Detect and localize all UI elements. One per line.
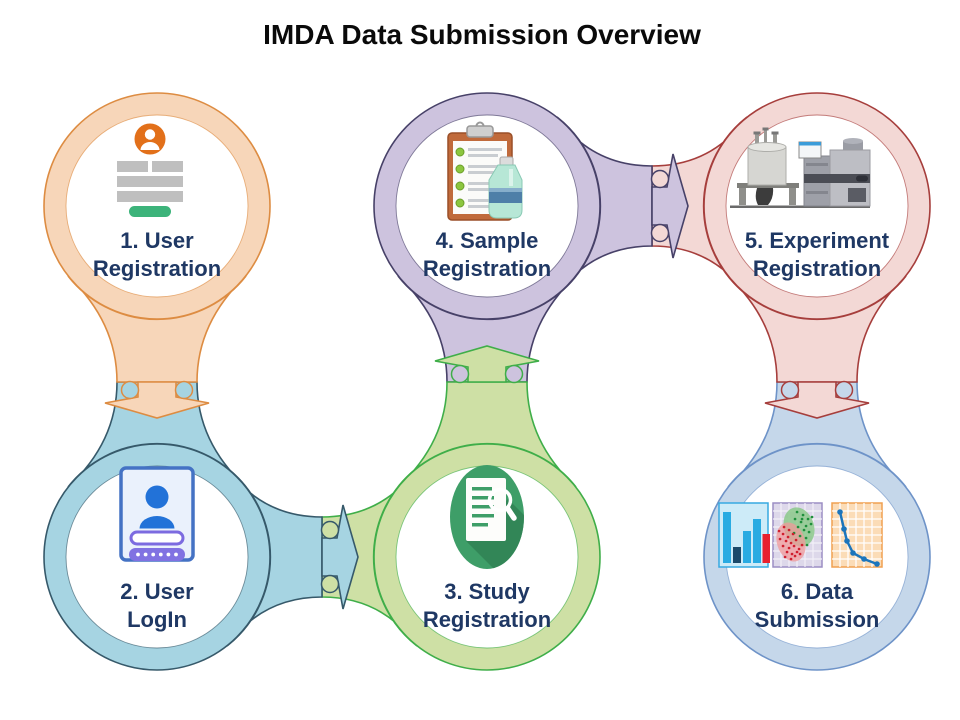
node-6-label-line1: 6. Data	[781, 579, 854, 604]
node-1-label-line2: Registration	[93, 256, 221, 281]
arrow-1-2	[104, 380, 210, 419]
document-lines	[472, 487, 494, 527]
sample-clipboard-bottle-icon	[447, 121, 523, 221]
node-2-label-line1: 2. User	[120, 579, 194, 604]
experiment-instruments-icon	[730, 127, 871, 208]
puzzle-knob	[174, 380, 194, 400]
node-2-label-line2: LogIn	[127, 607, 187, 632]
node-5-label-line1: 5. Experiment	[745, 228, 890, 253]
puzzle-knob	[834, 380, 854, 400]
node-3-label-line2: Registration	[423, 607, 551, 632]
scatter-plot-tile	[772, 502, 823, 568]
puzzle-knob	[120, 380, 140, 400]
node-3-label-line1: 3. Study	[444, 579, 530, 604]
puzzle-knob	[650, 223, 670, 243]
puzzle-knob	[320, 520, 340, 540]
green-dots	[792, 510, 814, 547]
line-chart-tile	[831, 502, 883, 568]
page-title: IMDA Data Submission Overview	[263, 19, 701, 50]
puzzle-knob	[320, 574, 340, 594]
arrow-4-5	[650, 153, 689, 259]
arrow-2-3	[320, 504, 359, 610]
puzzle-knob	[780, 380, 800, 400]
red-dots	[777, 525, 804, 561]
puzzle-knob	[650, 169, 670, 189]
puzzle-knob	[450, 364, 470, 384]
password-dots	[136, 552, 178, 557]
node-1-label-line1: 1. User	[120, 228, 194, 253]
sample-bottle	[488, 156, 523, 219]
node-labels: 1. User Registration 2. User LogIn 3. St…	[93, 228, 890, 632]
bar-chart-tile	[718, 502, 770, 568]
checklist-rows	[455, 147, 502, 208]
node-6-label-line2: Submission	[755, 607, 880, 632]
data-charts-icon	[718, 502, 883, 568]
user-registration-form-icon	[117, 123, 183, 217]
node-5-label-line2: Registration	[753, 256, 881, 281]
arrow-5-6	[764, 380, 870, 419]
arrow-3-4	[434, 345, 540, 384]
study-document-magnifier-icon	[450, 465, 524, 569]
line-points	[837, 509, 880, 567]
login-id-card-icon	[119, 466, 195, 562]
node-4-label-line1: 4. Sample	[436, 228, 539, 253]
node-4-label-line2: Registration	[423, 256, 551, 281]
puzzle-knob	[504, 364, 524, 384]
